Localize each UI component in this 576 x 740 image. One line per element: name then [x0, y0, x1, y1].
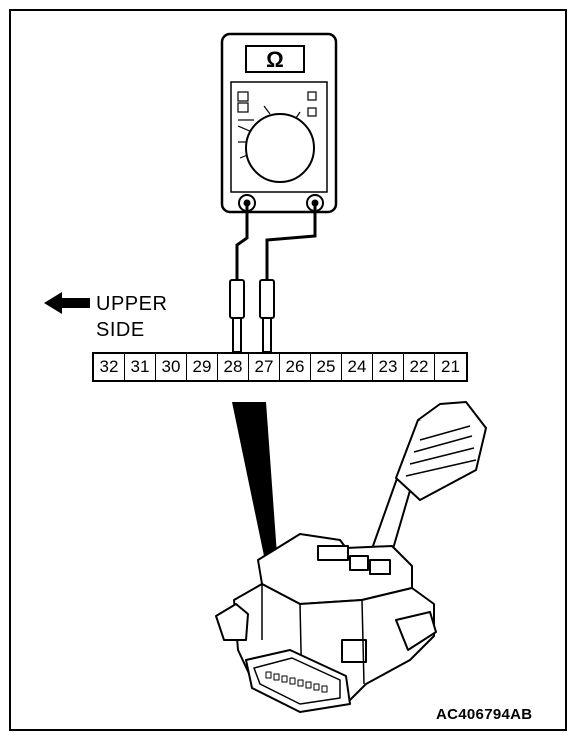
- probe-tips: [229, 279, 275, 353]
- multimeter-icon: Ω: [220, 32, 338, 214]
- column-switch-icon: [215, 401, 487, 713]
- left-arrow-icon: [44, 292, 90, 314]
- pin-label: 32: [94, 354, 125, 380]
- upper-side-label-line1: UPPER: [96, 293, 168, 315]
- pin-label: 25: [311, 354, 342, 380]
- pin-label: 23: [373, 354, 404, 380]
- pin-label: 28: [218, 354, 249, 380]
- pin-label: 22: [404, 354, 435, 380]
- pin-label: 31: [125, 354, 156, 380]
- pin-label: 30: [156, 354, 187, 380]
- pin-label: 21: [441, 357, 460, 376]
- probe-leads: [235, 203, 317, 281]
- upper-side-label-line2: SIDE: [96, 319, 145, 341]
- pin-label: 26: [280, 354, 311, 380]
- ohm-symbol: Ω: [266, 47, 284, 72]
- diagram-frame: [9, 9, 567, 731]
- pin-label: 29: [187, 354, 218, 380]
- connector-pin-row: 32 31 30 29 28 27 26 25 24 23 22 21: [92, 352, 468, 382]
- pin-label: 27: [249, 354, 280, 380]
- figure-code: AC406794AB: [436, 706, 533, 723]
- pin-label: 24: [342, 354, 373, 380]
